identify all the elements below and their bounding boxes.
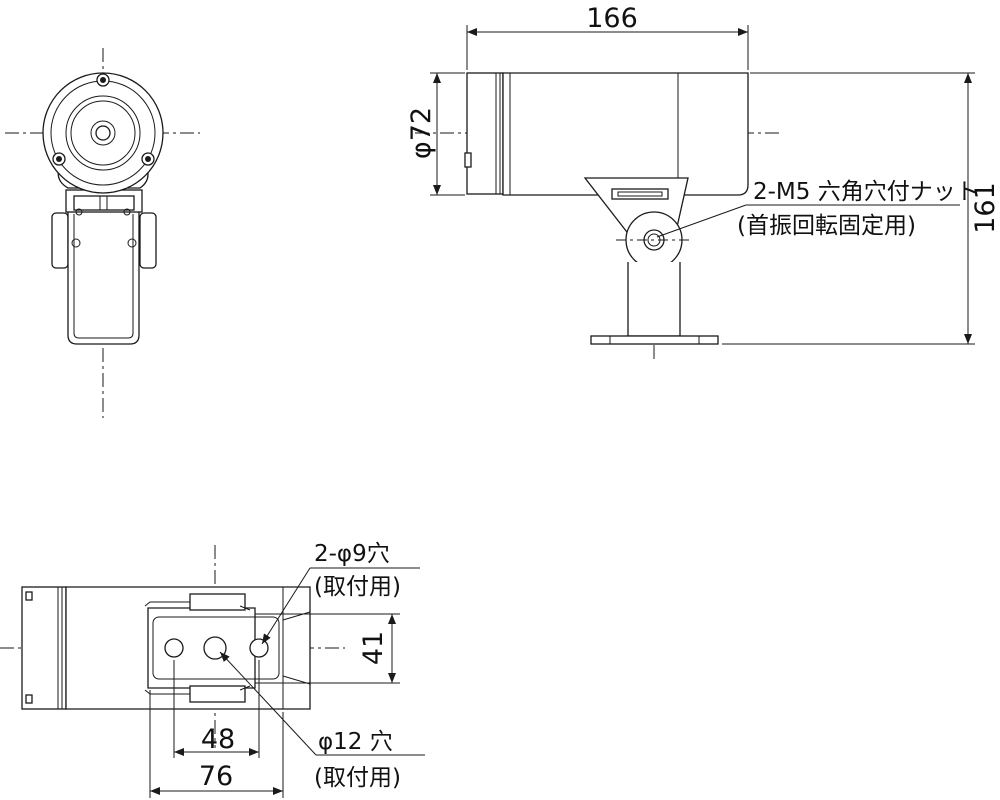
dim-161 [722, 72, 975, 345]
nut-leader [656, 204, 960, 238]
dim-161-label: 161 [970, 182, 1000, 234]
hole9-callout-line2: (取付用) [314, 574, 401, 600]
dim-48-label: 48 [201, 724, 235, 755]
dim-phi72-label: φ72 [406, 107, 437, 159]
hole9-leader [261, 567, 420, 645]
hole12-callout-line2: (取付用) [314, 765, 401, 791]
front-bracket [51, 189, 157, 345]
dim-phi72 [430, 72, 465, 196]
dim-166 [466, 25, 749, 70]
dim-41-label: 41 [358, 631, 389, 665]
front-lamp-head [42, 72, 164, 194]
dim-41 [255, 613, 400, 684]
dim-76-label: 76 [199, 761, 233, 792]
hole9-callout-line1: 2-φ9穴 [314, 541, 390, 567]
hole12-callout-line1: φ12 穴 [318, 729, 393, 755]
nut-callout-line2: (首振回転固定用) [737, 213, 916, 239]
dim-166-label: 166 [586, 3, 638, 34]
front-view [5, 48, 200, 418]
hole12-leader [219, 651, 425, 756]
side-view [415, 72, 780, 360]
dim-76 [149, 690, 284, 798]
nut-callout-line1: 2-M5 六角穴付ナット [753, 179, 979, 205]
top-view [0, 545, 345, 748]
dim-48 [173, 660, 260, 758]
